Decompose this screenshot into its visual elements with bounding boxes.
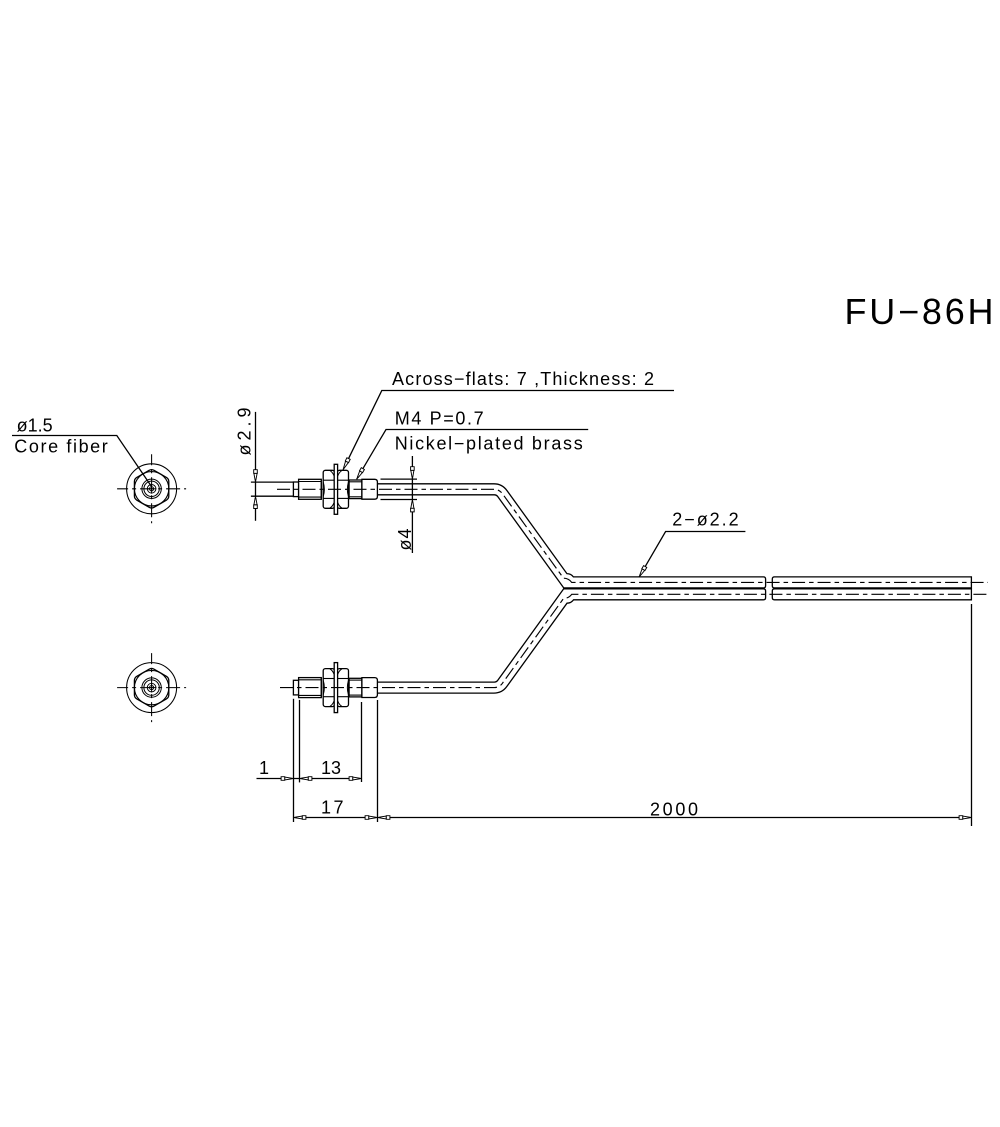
svg-text:ø4: ø4 — [395, 529, 415, 551]
svg-text:M4 P=0.7: M4 P=0.7 — [395, 409, 484, 429]
svg-text:Nickel−plated brass: Nickel−plated brass — [395, 434, 583, 454]
svg-text:ø2.9: ø2.9 — [235, 408, 255, 456]
svg-text:ø1.5: ø1.5 — [17, 416, 53, 436]
svg-text:Core fiber: Core fiber — [14, 437, 108, 457]
svg-text:1: 1 — [259, 758, 269, 778]
svg-text:Across−flats: 7 ,Thickness: 2: Across−flats: 7 ,Thickness: 2 — [392, 369, 654, 389]
svg-text:13: 13 — [321, 758, 341, 778]
svg-text:FU−86H: FU−86H — [845, 291, 994, 332]
svg-text:2−ø2.2: 2−ø2.2 — [672, 509, 739, 529]
